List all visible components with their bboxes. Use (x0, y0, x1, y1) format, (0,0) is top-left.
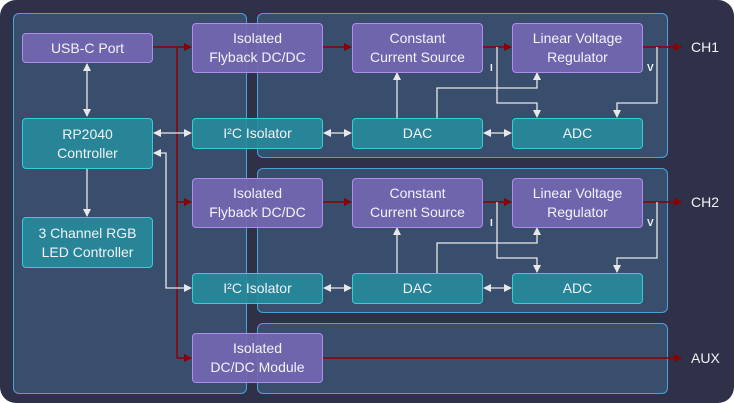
rp2040-i2c2-link (153, 149, 192, 292)
voltage-sense-label-ch2: V (647, 218, 654, 229)
label: Isolated (232, 185, 283, 201)
label: Constant (389, 30, 446, 46)
ch2-output-label: CH2 (691, 194, 720, 210)
label: Isolated (232, 30, 283, 46)
dac-ch2: DAC (352, 273, 483, 304)
label: ADC (562, 125, 593, 141)
signal-lines (83, 47, 658, 292)
label: Linear Voltage (532, 185, 623, 201)
current-sense-label-ch1: I (490, 63, 493, 74)
aux-output-label: AUX (691, 350, 720, 366)
adc-ch1: ADC (512, 118, 643, 149)
label: Current Source (370, 204, 465, 220)
label: DC/DC Module (210, 359, 305, 375)
label: ADC (562, 280, 593, 296)
label: RP2040 (62, 125, 113, 142)
usb-c-port: USB-C Port (22, 33, 153, 63)
label: Regulator (547, 204, 608, 220)
rgb-led-controller: 3 Channel RGB LED Controller (22, 217, 153, 268)
label: Current Source (370, 49, 465, 65)
current-sense-label-ch2: I (490, 218, 493, 229)
i2c-isolator-ch1: I²C Isolator (192, 118, 323, 149)
label: Flyback DC/DC (209, 49, 306, 65)
label: 3 Channel RGB (38, 224, 137, 241)
label: Constant (389, 185, 446, 201)
i2c-isolator-ch2: I²C Isolator (192, 273, 323, 304)
label: I²C Isolator (223, 125, 292, 141)
label: Flyback DC/DC (209, 204, 306, 220)
label: Linear Voltage (532, 30, 623, 46)
label: DAC (402, 280, 433, 296)
label: LED Controller (41, 243, 134, 260)
label: Regulator (547, 49, 608, 65)
label: Isolated (232, 340, 283, 356)
label: I²C Isolator (223, 280, 292, 296)
voltage-sense-label-ch1: V (647, 63, 654, 74)
label: DAC (402, 125, 433, 141)
label: USB-C Port (50, 39, 125, 56)
ch1-output-label: CH1 (691, 39, 720, 55)
label: Controller (57, 144, 118, 161)
dac-ch1: DAC (352, 118, 483, 149)
adc-ch2: ADC (512, 273, 643, 304)
